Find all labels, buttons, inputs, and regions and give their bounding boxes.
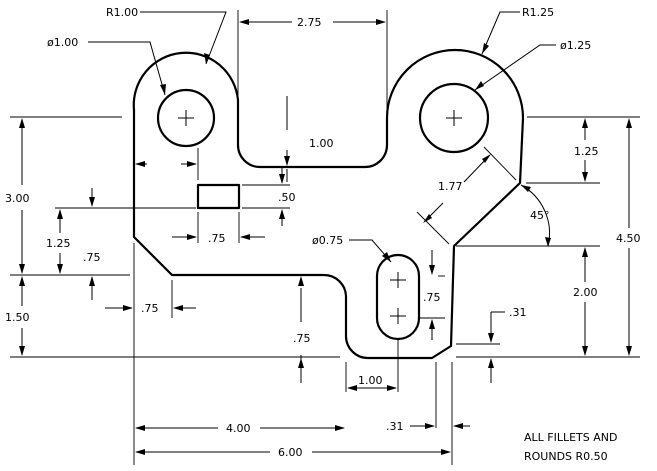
label-dim075-low: .75 (293, 332, 311, 345)
label-dim200: 2.00 (573, 286, 598, 299)
label-dim075-chamfer: .75 (141, 302, 159, 315)
label-dim450: 4.50 (616, 232, 641, 245)
hole-left (156, 88, 216, 148)
label-d100: ø1.00 (47, 36, 78, 49)
slot (375, 253, 421, 341)
label-d075: ø0.75 (312, 234, 343, 247)
label-dim050: .50 (278, 191, 296, 204)
part-outline (132, 48, 525, 360)
extension-lines (10, 10, 640, 465)
label-dim600: 6.00 (278, 446, 303, 459)
label-dim100-mid: 1.00 (309, 137, 334, 150)
label-d125: ø1.25 (560, 39, 591, 52)
label-dim300: 3.00 (5, 192, 30, 205)
label-r125: R1.25 (522, 6, 554, 19)
label-dim400: 4.00 (226, 422, 251, 435)
label-deg45: 45° (530, 209, 550, 222)
label-dim100-bottom: 1.00 (358, 374, 383, 387)
note-line-1: ALL FILLETS AND (524, 431, 617, 444)
arrowheads (19, 19, 632, 455)
label-dim075-slot-w: .75 (208, 232, 226, 245)
dimension-lines (21, 11, 630, 453)
label-dim031-bottom: .31 (386, 420, 404, 433)
center-marks (178, 110, 462, 324)
label-dim150: 1.50 (5, 311, 30, 324)
label-dim125-left: 1.25 (46, 237, 71, 250)
hole-right (418, 82, 490, 154)
dimension-labels: R1.00 ø1.00 2.75 R1.25 ø1.25 1.00 1.25 3… (5, 6, 641, 463)
rect-slot (196, 183, 241, 210)
label-dim031-right: .31 (509, 306, 527, 319)
label-dim075-left-v: .75 (83, 251, 101, 264)
label-r100: R1.00 (106, 6, 138, 19)
label-dim125-top: 1.25 (574, 145, 599, 158)
label-dim275: 2.75 (297, 16, 322, 29)
label-dim177: 1.77 (438, 180, 463, 193)
note-line-2: ROUNDS R0.50 (524, 450, 608, 463)
label-dim075-slot: .75 (423, 291, 441, 304)
